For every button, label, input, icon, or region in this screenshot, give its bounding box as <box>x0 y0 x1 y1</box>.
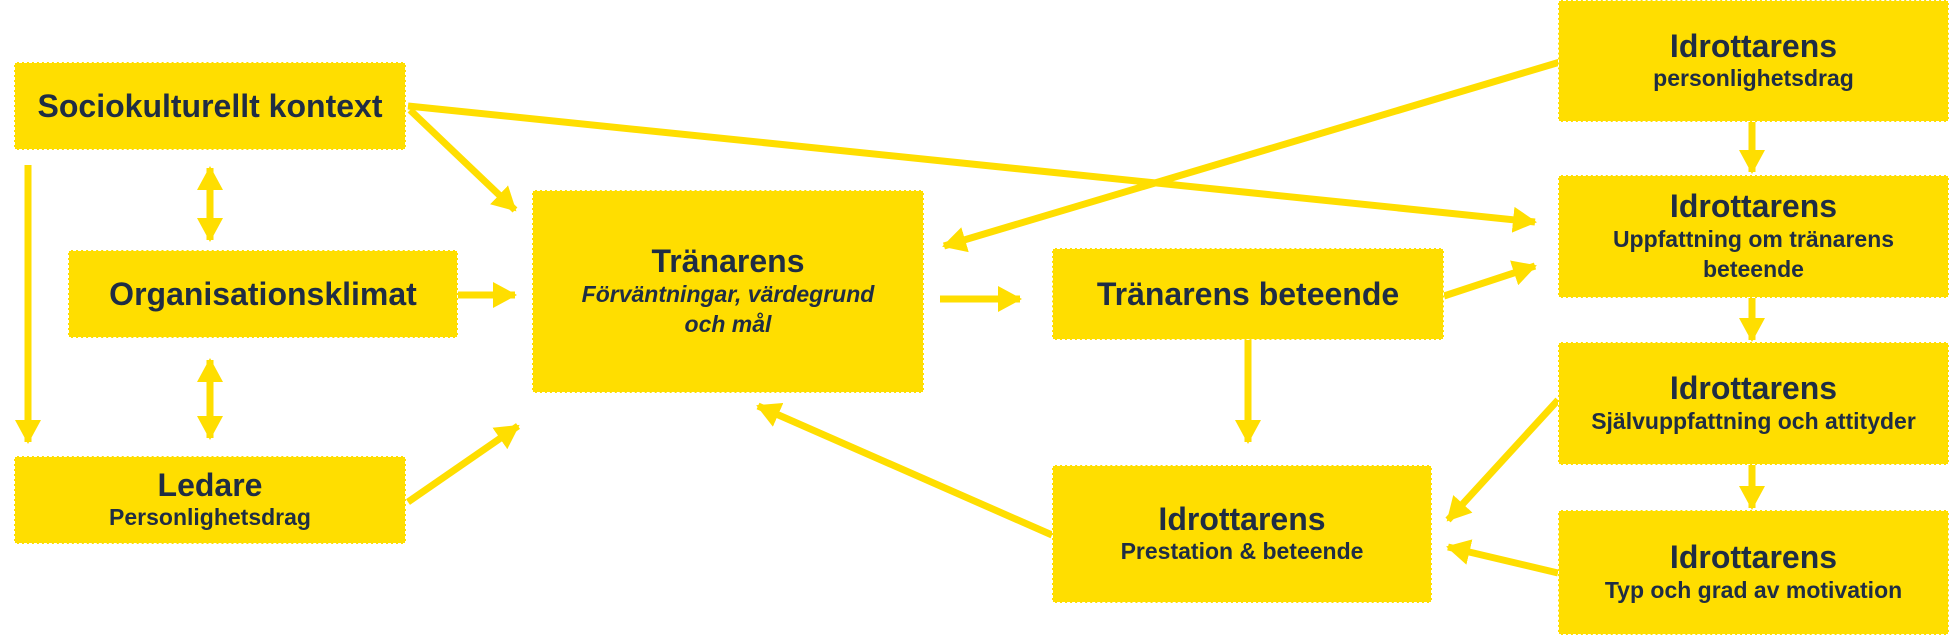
beteende-title: Tränarens beteende <box>1096 275 1400 312</box>
uppfattning-box: Idrottarens Uppfattning om tränarens bet… <box>1558 175 1949 298</box>
arrow-personlighet-to-tranarens <box>942 58 1562 253</box>
arrow-prestation-to-tranarens <box>756 402 1054 539</box>
arrow-motivation-to-prestation <box>1446 539 1559 577</box>
sjalv-subtitle: Självuppfattning och attityder <box>1591 407 1916 434</box>
ledare-box: Ledare Personlighetsdrag <box>14 456 406 544</box>
prestation-box: Idrottarens Prestation & beteende <box>1052 465 1432 603</box>
motivation-box: Idrottarens Typ och grad av motivation <box>1558 510 1949 635</box>
personlighet-subtitle: personlighetsdrag <box>1653 65 1854 92</box>
tranarens-box: Tränarens Förväntningar, värdegrund och … <box>532 190 924 393</box>
beteende-box: Tränarens beteende <box>1052 248 1444 340</box>
motivation-subtitle: Typ och grad av motivation <box>1604 576 1903 603</box>
tranarens-title: Tränarens <box>651 243 805 280</box>
sociokulturellt-box: Sociokulturellt kontext <box>14 62 406 150</box>
tranarens-subtitle-line1: Förväntningar, värdegrund <box>581 281 875 307</box>
uppfattning-subtitle-line1: Uppfattning om tränarens <box>1612 226 1895 252</box>
ledare-title: Ledare <box>157 466 263 503</box>
motivation-title: Idrottarens <box>1669 539 1838 576</box>
arrow-sociokulturellt-to-tranarens <box>407 107 518 213</box>
organisation-title: Organisationsklimat <box>109 275 417 312</box>
personlighet-box: Idrottarens personlighetsdrag <box>1558 0 1949 122</box>
tranarens-subtitle-line2: och mål <box>684 310 772 337</box>
arrow-sociokulturellt-to-uppfattning <box>407 102 1537 233</box>
sjalv-box: Idrottarens Självuppfattning och attityd… <box>1558 342 1949 465</box>
sjalv-title: Idrottarens <box>1669 370 1838 407</box>
prestation-subtitle: Prestation & beteende <box>1120 538 1364 565</box>
uppfattning-subtitle-line2: beteende <box>1703 255 1804 282</box>
prestation-title: Idrottarens <box>1158 500 1326 537</box>
personlighet-title: Idrottarens <box>1669 27 1838 64</box>
sociokulturellt-title: Sociokulturellt kontext <box>37 87 383 124</box>
uppfattning-title: Idrottarens <box>1669 188 1838 225</box>
ledare-subtitle: Personlighetsdrag <box>109 504 311 531</box>
arrow-sjalv-to-prestation <box>1445 397 1561 523</box>
organisation-box: Organisationsklimat <box>68 250 458 338</box>
arrow-ledare-to-tranarens <box>406 423 520 505</box>
arrow-beteende-to-uppfattning <box>1442 260 1537 300</box>
